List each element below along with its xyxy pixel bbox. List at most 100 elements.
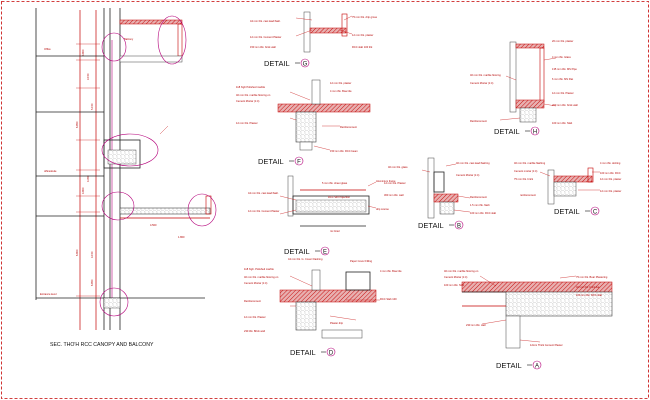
detail-label-e: DETAIL E — [284, 246, 330, 256]
detail-marker-circle — [320, 246, 330, 256]
sill-finish — [433, 193, 459, 203]
callout-circle — [99, 287, 129, 317]
note: 6 mm thk. MS Flat — [552, 77, 573, 81]
note: 20 mm thk. plaster — [552, 39, 573, 43]
note: Reinforcement — [470, 195, 487, 199]
floor-slab — [119, 55, 183, 63]
canopy-slab — [119, 19, 183, 25]
note: RCC Sill Projection — [328, 195, 351, 199]
level-label: 4.150 — [90, 251, 94, 258]
upstand — [587, 167, 594, 183]
note: 100 mm thk. Slab — [552, 121, 573, 125]
note: 40 mm thk. marble flooring — [470, 73, 501, 77]
foundation — [103, 297, 121, 309]
floor-finish — [279, 289, 377, 303]
note: 118 high. Polished marble — [244, 267, 274, 271]
detail-label-g: DETAIL G — [264, 58, 310, 68]
callout-circle — [101, 191, 135, 221]
note: 40 mm thk. marble flooring on — [244, 275, 279, 279]
window-frame — [103, 139, 141, 169]
note: Cement Mortar (1:4) — [444, 275, 467, 279]
sill-box — [292, 195, 370, 215]
note: 135 mm thk. MS Pipe — [552, 67, 577, 71]
note: 44 mm thk. cast lead flash. — [248, 191, 279, 195]
note: 300 mm thk. wall — [384, 193, 404, 197]
note: 4 mm thk. skirting — [600, 161, 621, 165]
detail-letter: A — [535, 364, 539, 370]
note: 12 mm thk. Plaster — [244, 315, 266, 319]
note: 100 mm thk. RCC slab — [470, 211, 497, 215]
note: 40 mm thk. brick bat — [576, 285, 600, 289]
note: 12 mm thk. Plaster — [236, 121, 258, 125]
detail-h-drawing: 20 mm thk. plaster 4 mm thk. Glass 135 m… — [470, 39, 578, 125]
note: 44 mm thk. cast lead flash. — [250, 19, 281, 23]
section-title: SEC. THO'H RCC CANOPY AND BALCONY — [50, 342, 154, 348]
note: rcc lintel — [330, 229, 340, 233]
note: 40 mm thk. marble flashing — [514, 161, 546, 165]
slab-section — [553, 175, 593, 183]
detail-word: DETAIL — [290, 348, 316, 357]
level-label: 6.800 — [75, 249, 79, 256]
note: 40 mm thk. cast lead flashing — [456, 161, 490, 165]
span-label: 4.500 — [150, 223, 157, 227]
callout-circle — [101, 133, 159, 167]
detail-c-drawing: 40 mm thk. marble flashing Cement mortar… — [514, 161, 621, 205]
callout-circle — [101, 32, 127, 62]
building-section: 6.850 5.150 4.150 6.800 4.800 3.150 4.80… — [35, 8, 217, 348]
note: 4 mm thk. Boar tile — [330, 89, 352, 93]
note: Reinforcement — [244, 299, 261, 303]
upper-wall — [311, 269, 321, 291]
callout-circle — [187, 193, 217, 227]
floor-finish — [277, 103, 371, 113]
lintel — [299, 141, 313, 151]
slab-section — [309, 27, 347, 34]
note: 40 mm thk. marble flooring on — [236, 93, 271, 97]
wall-section — [547, 169, 555, 205]
detail-word: DETAIL — [264, 59, 290, 68]
detail-marker-circle — [300, 58, 310, 68]
note: 230 thk. Brick wall — [244, 329, 265, 333]
note: 4 mm thk. Boar tile — [380, 269, 402, 273]
frame — [433, 171, 445, 193]
parapet-edge — [539, 47, 545, 103]
note: Cement Mortar (1:4) — [244, 281, 267, 285]
balcony-slab — [119, 207, 211, 215]
note: Plaster drip — [330, 321, 344, 325]
window-sill — [107, 149, 137, 165]
wall-section — [505, 315, 521, 349]
note: 230 mm thk. wall — [466, 323, 486, 327]
detail-letter: F — [297, 160, 301, 166]
detail-letter: H — [533, 130, 537, 136]
note: 12 mm thk. plaster — [600, 177, 621, 181]
detail-e-drawing: 44 mm thk. cast lead flash. 12 mm thk. C… — [248, 175, 396, 233]
note: drip course — [376, 207, 389, 211]
beam-section — [519, 107, 537, 123]
detail-d-drawing: 118 high. Polished marble 40 mm thk. mar… — [244, 257, 402, 339]
slab-section — [505, 291, 613, 317]
detail-letter: B — [457, 224, 461, 230]
parapet — [345, 271, 371, 291]
note: Cement mortar (1:4) — [514, 169, 537, 173]
detail-word: DETAIL — [554, 207, 580, 216]
wall-section — [287, 175, 294, 217]
sill-concrete — [295, 199, 367, 213]
note: 44 mm thk. G. Cover Flashing — [288, 257, 323, 261]
note: Cement Mortar (1:4) — [470, 81, 493, 85]
detail-marker-circle — [454, 220, 464, 230]
note: 118 high Polished marble — [236, 85, 266, 89]
note: 150 mm thk. RCC beam — [330, 149, 358, 153]
detail-f-drawing: 118 high Polished marble 40 mm thk. marb… — [236, 79, 371, 153]
detail-marker-circle — [326, 347, 336, 357]
level-label: 3.150 — [86, 73, 90, 80]
floor-finish — [515, 99, 545, 109]
label-office: Office — [44, 47, 51, 51]
note: 100 mm thk. RCC slab — [576, 293, 603, 297]
detail-word: DETAIL — [496, 361, 522, 370]
note: RCC slab 100 thk — [352, 45, 373, 49]
note: 4 mm thk. Glass — [552, 55, 571, 59]
grade-label: Entrance level — [40, 292, 57, 296]
level-label: 4.800 — [81, 49, 85, 56]
note: 75 mm thk. brick — [514, 177, 534, 181]
note: 40 mm thk. glass — [388, 165, 408, 169]
detail-marker-circle — [590, 206, 600, 216]
